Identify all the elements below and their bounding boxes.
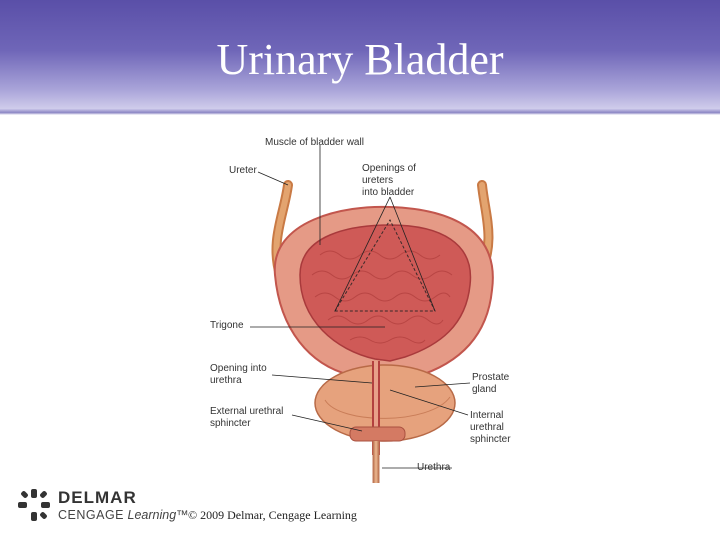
label-external-urethral-sphincter: External urethral sphincter xyxy=(210,406,284,429)
label-trigone: Trigone xyxy=(210,320,244,331)
logo-learning: Learning xyxy=(127,508,177,522)
logo-company: CENGAGE Learning™ xyxy=(58,508,189,522)
label-openings-of-ureters: Openings of ureters into bladder xyxy=(362,163,416,198)
bladder-illustration xyxy=(250,145,494,483)
label-muscle-of-bladder-wall: Muscle of bladder wall xyxy=(265,137,364,148)
slide-title: Urinary Bladder xyxy=(216,35,504,84)
label-ureter: Ureter xyxy=(229,165,257,176)
copyright-notice: © 2009 Delmar, Cengage Learning xyxy=(188,508,357,522)
header-divider xyxy=(0,109,720,115)
bladder-diagram: Muscle of bladder wall Ureter Openings o… xyxy=(200,125,530,485)
logo-trademark: ™ xyxy=(176,508,189,522)
label-urethra: Urethra xyxy=(417,462,451,473)
delmar-cengage-logo: DELMAR CENGAGE Learning™ xyxy=(16,484,189,528)
logo-brand: DELMAR xyxy=(58,488,137,507)
label-opening-into-urethra: Opening into urethra xyxy=(210,363,267,386)
delmar-logo-icon xyxy=(18,489,50,521)
label-internal-urethral-sphincter: Internal urethral sphincter xyxy=(470,410,511,445)
slide-header xyxy=(0,0,720,112)
logo-cengage: CENGAGE xyxy=(58,508,125,522)
label-prostate-gland: Prostate gland xyxy=(472,372,510,395)
